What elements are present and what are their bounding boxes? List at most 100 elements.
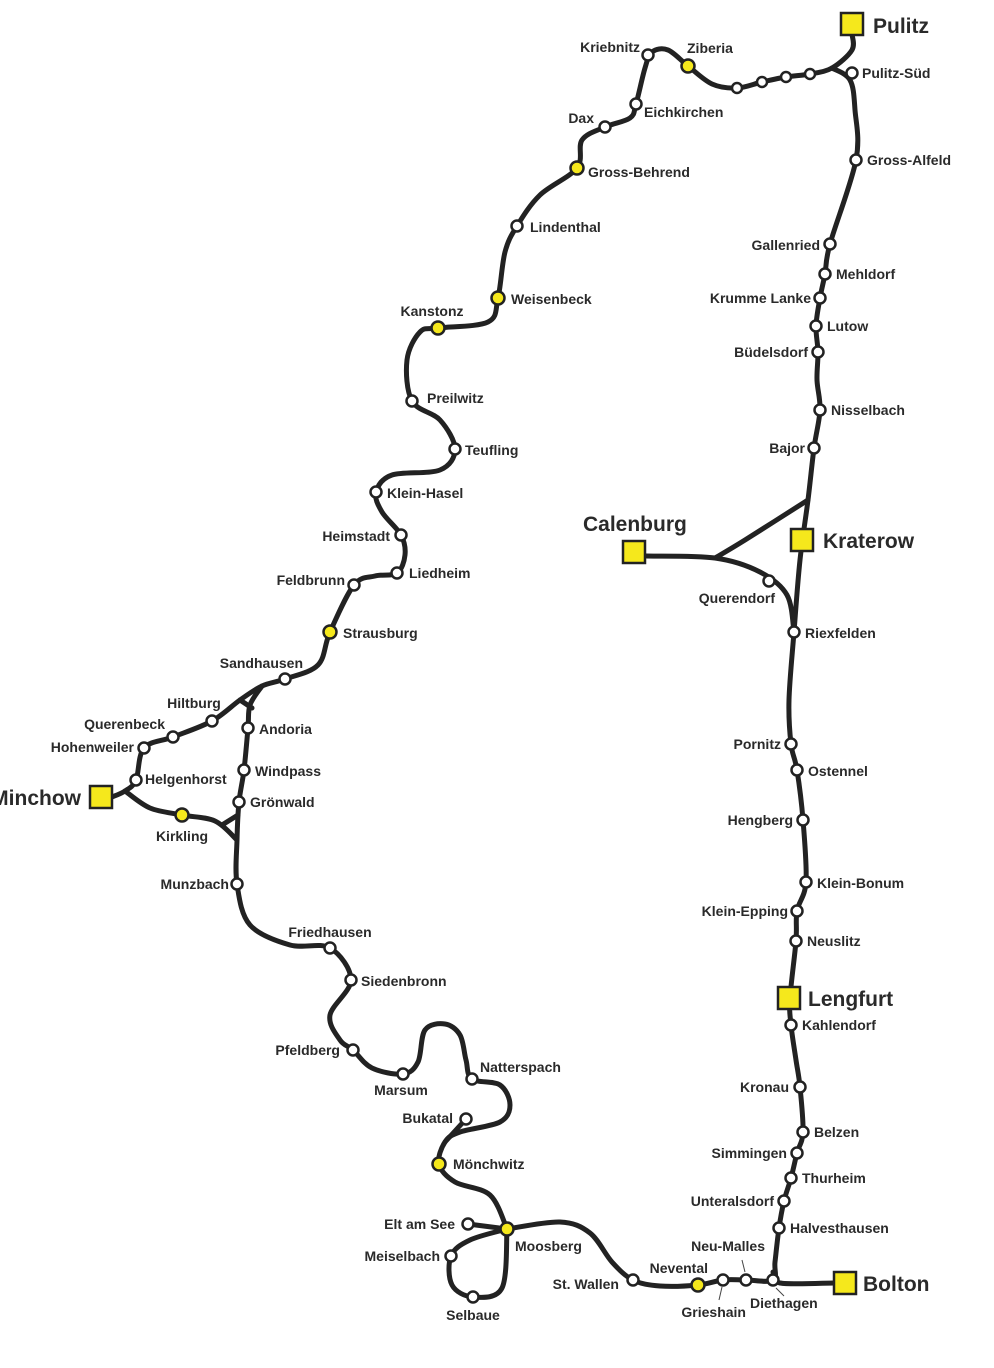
station[interactable]: Klein-Bonum (799, 875, 905, 891)
station-label: Klein-Bonum (817, 875, 904, 891)
station[interactable]: Pornitz (734, 736, 798, 752)
station-marker (790, 763, 804, 777)
station-label: Munzbach (161, 876, 229, 892)
station[interactable]: Hohenweiler (51, 739, 151, 755)
station[interactable]: Weisenbeck (490, 290, 592, 307)
station-label: Belzen (814, 1124, 859, 1140)
station[interactable]: Friedhausen (288, 924, 372, 955)
terminal-marker (621, 539, 647, 565)
station[interactable]: Neu-Malles (691, 1238, 765, 1287)
station[interactable]: Halvesthausen (772, 1220, 889, 1236)
station-marker (598, 120, 612, 134)
station-label: Hiltburg (167, 695, 221, 711)
terminal-station[interactable]: Bolton (832, 1270, 929, 1296)
station-label: Pornitz (734, 736, 781, 752)
station[interactable]: Simmingen (712, 1145, 804, 1161)
station[interactable]: Grönwald (232, 794, 315, 810)
terminal-label: Kraterow (823, 530, 915, 553)
station-label: Neuslitz (807, 933, 861, 949)
station[interactable]: Mönchwitz (431, 1156, 525, 1172)
station[interactable]: Eichkirchen (629, 97, 724, 121)
station[interactable]: Kirkling (156, 807, 208, 845)
station-marker (569, 160, 585, 176)
station[interactable]: Meiselbach (365, 1248, 458, 1264)
track-segment (770, 1269, 837, 1287)
station[interactable]: Belzen (796, 1124, 860, 1140)
station-label: Klein-Hasel (387, 485, 463, 501)
station-marker (278, 672, 292, 686)
station[interactable]: Teufling (448, 442, 519, 458)
terminal-station[interactable]: Calenburg (583, 513, 687, 565)
terminal-station[interactable]: Lengfurt (776, 985, 893, 1011)
station-marker (803, 67, 817, 81)
station[interactable]: Heimstadt (322, 528, 408, 544)
station[interactable]: Preilwitz (405, 390, 484, 408)
station-label: Friedhausen (288, 924, 371, 940)
station-marker (174, 807, 190, 823)
station[interactable]: Nevental (650, 1260, 708, 1293)
track-segment (237, 697, 255, 711)
station[interactable]: Thurheim (784, 1170, 866, 1186)
station[interactable]: Kahlendorf (784, 1017, 877, 1033)
station-label: Andoria (259, 721, 312, 737)
station[interactable]: St. Wallen (553, 1273, 640, 1293)
station[interactable]: Lutow (809, 318, 869, 334)
station[interactable]: Strausburg (322, 624, 418, 641)
terminal-marker (832, 1270, 858, 1296)
station[interactable]: Bukatal (402, 1110, 473, 1126)
station[interactable]: Sandhausen (220, 655, 303, 686)
station-marker (430, 320, 446, 336)
station[interactable]: Helgenhorst (129, 771, 228, 787)
station[interactable]: Selbaue (446, 1290, 500, 1324)
station[interactable]: Unteralsdorf (691, 1193, 791, 1209)
station[interactable]: Grieshain (681, 1273, 746, 1321)
station[interactable]: Pfeldberg (275, 1042, 360, 1058)
station[interactable]: Riexfelden (787, 625, 876, 641)
station[interactable]: Lindenthal (510, 219, 601, 235)
station[interactable]: Kanstonz (401, 303, 464, 336)
station[interactable]: Andoria (241, 721, 313, 737)
station[interactable]: Büdelsdorf (734, 344, 825, 360)
station[interactable]: Natterspach (465, 1059, 561, 1086)
station[interactable]: Krumme Lanke (710, 290, 827, 306)
station[interactable]: Kronau (740, 1079, 807, 1095)
station[interactable]: Kriebnitz (580, 39, 655, 62)
station[interactable]: Nisselbach (813, 402, 905, 418)
station[interactable]: Marsum (374, 1067, 428, 1099)
station[interactable]: Ziberia (680, 40, 734, 74)
station[interactable]: Dax (568, 110, 612, 134)
station[interactable]: Munzbach (161, 876, 244, 892)
station-marker (789, 934, 803, 948)
station-marker (369, 485, 383, 499)
station[interactable]: Liedheim (390, 565, 471, 581)
station-label: St. Wallen (553, 1276, 619, 1292)
station[interactable]: Querendorf (699, 574, 776, 607)
station[interactable]: Querenbeck (84, 716, 180, 744)
station-label: Sandhausen (220, 655, 303, 671)
station[interactable]: Windpass (237, 763, 322, 779)
station[interactable]: Klein-Epping (702, 903, 804, 919)
station[interactable]: Elt am See (384, 1216, 475, 1232)
station[interactable]: Bajor (769, 440, 821, 456)
station-marker (626, 1273, 640, 1287)
terminal-station[interactable]: Kraterow (789, 527, 915, 553)
station[interactable]: Hiltburg (167, 695, 221, 728)
track-segment (446, 1226, 510, 1300)
station-marker (166, 730, 180, 744)
station[interactable]: Mehldorf (818, 266, 896, 282)
station[interactable]: Gross-Behrend (569, 160, 690, 181)
terminal-station[interactable]: Minchow (0, 784, 114, 810)
station[interactable]: Diethagen (750, 1273, 818, 1312)
station[interactable]: Siedenbronn (344, 973, 447, 989)
station[interactable]: Hengberg (728, 812, 810, 828)
station[interactable]: Moosberg (499, 1221, 582, 1255)
station[interactable]: Neuslitz (789, 933, 861, 949)
terminal-station[interactable]: Pulitz (839, 11, 929, 38)
station[interactable]: Ostennel (790, 763, 868, 779)
station[interactable]: Pulitz-Süd (845, 65, 931, 81)
station[interactable]: Gallenried (752, 237, 837, 253)
station[interactable]: Klein-Hasel (369, 485, 464, 501)
station-label: Elt am See (384, 1216, 455, 1232)
station[interactable]: Feldbrunn (277, 572, 361, 592)
station[interactable]: Gross-Alfeld (849, 152, 952, 168)
